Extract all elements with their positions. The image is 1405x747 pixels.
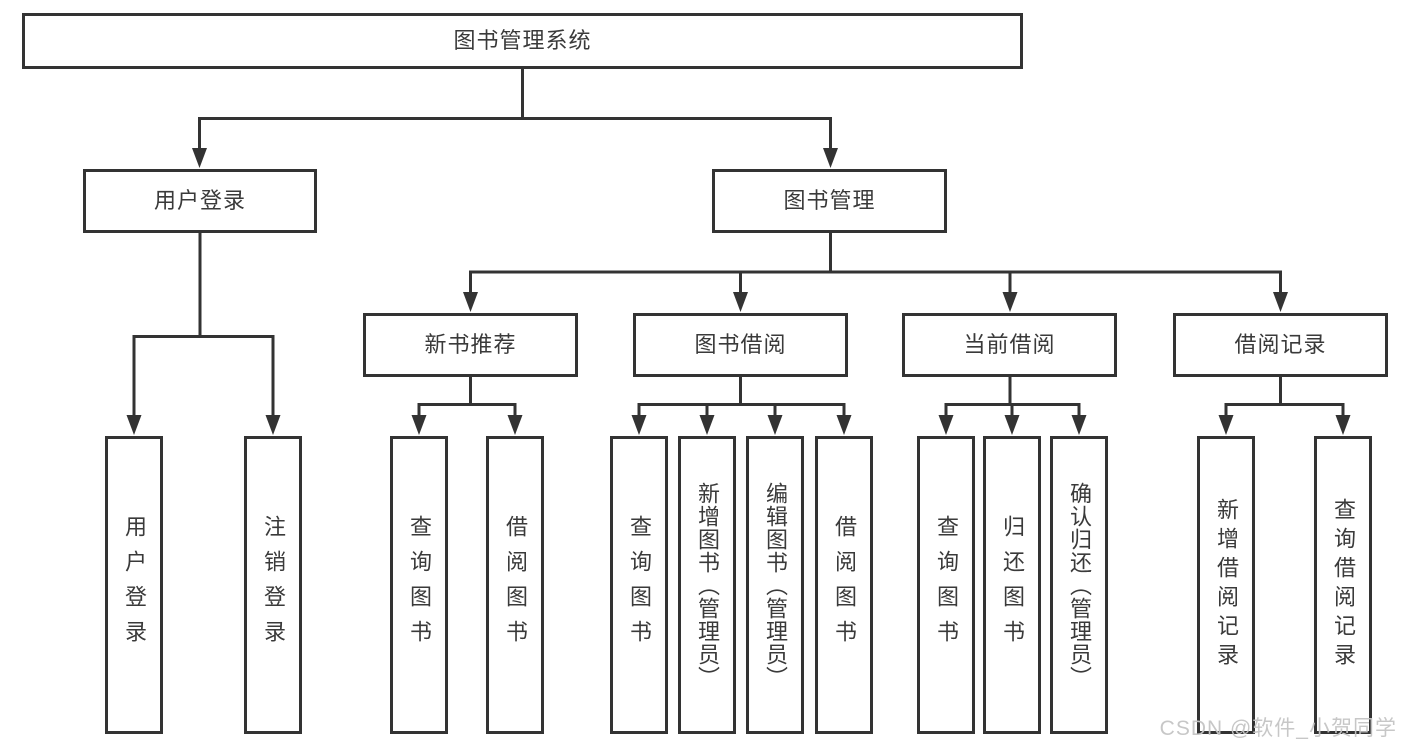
connector-paths bbox=[132, 67, 1345, 417]
node-label: 图书管理 bbox=[783, 188, 876, 213]
node-current-borrowing: 当前借阅 bbox=[902, 313, 1117, 377]
node-leaf-confirm-return-admin: 确认归还（管理员） bbox=[1050, 436, 1108, 734]
node-leaf-add-books-admin: 新增图书（管理员） bbox=[678, 436, 736, 734]
node-label: 查询图书 bbox=[407, 515, 432, 655]
node-label: 新书推荐 bbox=[424, 332, 517, 357]
node-leaf-add-borrow-record: 新增借阅记录 bbox=[1197, 436, 1255, 734]
arrowhead-icons bbox=[126, 148, 1351, 435]
node-label: 用户登录 bbox=[122, 515, 147, 655]
node-leaf-query-borrow-record: 查询借阅记录 bbox=[1314, 436, 1372, 734]
node-label: 图书借阅 bbox=[694, 332, 787, 357]
node-label: 注销登录 bbox=[261, 515, 286, 655]
node-leaf-user-login: 用户登录 bbox=[105, 436, 163, 734]
node-label: 新增借阅记录 bbox=[1214, 498, 1239, 672]
node-label: 查询图书 bbox=[627, 515, 652, 655]
node-leaf-logout: 注销登录 bbox=[244, 436, 302, 734]
node-label: 借阅图书 bbox=[503, 515, 528, 655]
node-label: 用户登录 bbox=[153, 188, 246, 213]
node-borrowing-records: 借阅记录 bbox=[1173, 313, 1388, 377]
node-label: 归还图书 bbox=[1000, 515, 1025, 655]
node-label: 编辑图书（管理员） bbox=[763, 481, 788, 689]
node-book-borrowing: 图书借阅 bbox=[633, 313, 848, 377]
node-leaf-return-books: 归还图书 bbox=[983, 436, 1041, 734]
node-leaf-borrow-books-2: 借阅图书 bbox=[815, 436, 873, 734]
node-library-system: 图书管理系统 bbox=[22, 13, 1023, 69]
node-leaf-query-books-1: 查询图书 bbox=[390, 436, 448, 734]
node-user-login: 用户登录 bbox=[83, 169, 317, 233]
node-label: 当前借阅 bbox=[963, 332, 1056, 357]
node-leaf-borrow-books-1: 借阅图书 bbox=[486, 436, 544, 734]
node-leaf-edit-books-admin: 编辑图书（管理员） bbox=[746, 436, 804, 734]
node-leaf-query-books-2: 查询图书 bbox=[610, 436, 668, 734]
node-label: 借阅图书 bbox=[832, 515, 857, 655]
node-label: 查询借阅记录 bbox=[1331, 498, 1356, 672]
node-label: 借阅记录 bbox=[1234, 332, 1327, 357]
csdn-watermark: CSDN @软件_小贺同学 bbox=[1159, 717, 1397, 740]
node-label: 查询图书 bbox=[934, 515, 959, 655]
node-label: 新增图书（管理员） bbox=[695, 481, 720, 689]
node-book-management: 图书管理 bbox=[712, 169, 947, 233]
node-label: 图书管理系统 bbox=[453, 28, 592, 53]
node-leaf-query-books-3: 查询图书 bbox=[917, 436, 975, 734]
node-new-book-recommend: 新书推荐 bbox=[363, 313, 578, 377]
node-label: 确认归还（管理员） bbox=[1067, 481, 1092, 689]
